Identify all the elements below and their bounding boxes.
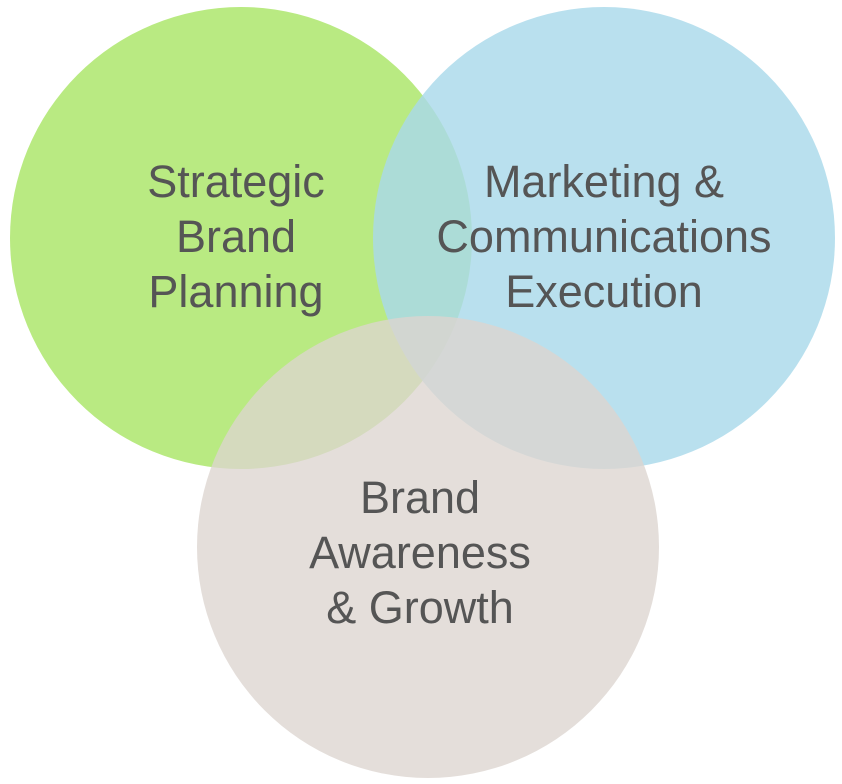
label-line: Planning (148, 266, 323, 317)
label-line: Brand (176, 211, 296, 262)
label-line: Awareness (309, 527, 531, 578)
circle-brand-awareness-growth (197, 316, 659, 778)
label-line: Brand (360, 472, 480, 523)
label-line: Execution (505, 266, 703, 317)
label-marketing-communications-execution: Marketing & Communications Execution (436, 156, 771, 317)
label-line: Communications (436, 211, 771, 262)
label-line: Strategic (147, 156, 325, 207)
label-strategic-brand-planning: Strategic Brand Planning (147, 156, 325, 317)
label-line: & Growth (326, 582, 514, 633)
label-brand-awareness-growth: Brand Awareness & Growth (309, 472, 531, 633)
label-line: Marketing & (484, 156, 724, 207)
